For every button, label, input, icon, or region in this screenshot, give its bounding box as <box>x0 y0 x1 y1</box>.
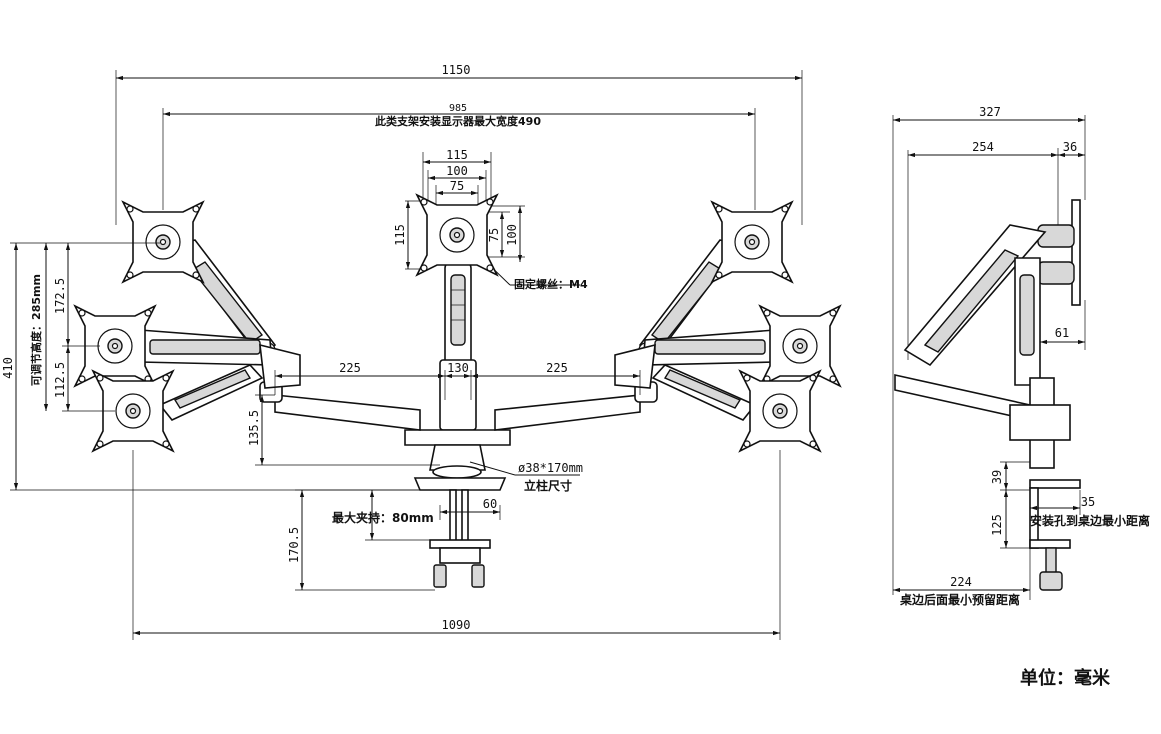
clamp-label: 最大夹持：80mm <box>332 510 434 525</box>
depth-head-label: 36 <box>1063 140 1077 154</box>
front-view: 1150 985 此类支架安装显示器最大宽度490 115 100 75 <box>1 63 841 640</box>
dim-arm-drop: 135.5 <box>247 394 440 466</box>
depth-arm-label: 254 <box>972 140 994 154</box>
left-top-vesa-plate <box>122 201 204 283</box>
right-low-vesa-plate <box>739 370 821 452</box>
units-label: 单位：毫米 <box>1020 667 1111 689</box>
rear-clearance-note: 桌边后面最小预留距离 <box>899 592 1020 607</box>
clamp <box>429 489 491 588</box>
dim-side-35: 35 安装孔到桌边最小距离 <box>1029 490 1150 528</box>
dim-side-224: 224 桌边后面最小预留距离 <box>893 548 1031 607</box>
rear-clearance-label: 224 <box>950 575 972 589</box>
dim-arm-lengths: 225 130 225 <box>274 361 641 400</box>
mount-edge-note: 安装孔到桌边最小距离 <box>1030 513 1150 528</box>
dim-overall-width: 1150 <box>115 63 803 225</box>
side-structure <box>894 199 1081 591</box>
center-vesa-plate <box>416 194 498 276</box>
vesa-height-100-label: 100 <box>505 224 519 246</box>
adjust-height-label: 可调节高度：285mm <box>29 274 43 386</box>
dim-side-arm: 254 36 <box>907 140 1085 360</box>
left-gas-arms <box>139 239 301 421</box>
side-view: 327 254 36 <box>892 105 1150 607</box>
total-height-label: 410 <box>1 357 15 379</box>
dim-side-39: 39 <box>990 461 1030 491</box>
vesa-mid-label: 100 <box>446 164 468 178</box>
depth-total-label: 327 <box>979 105 1001 119</box>
pole-label: 立柱尺寸 <box>524 478 572 493</box>
spread-width-label: 985 <box>449 103 467 114</box>
arm-left-label: 225 <box>339 361 361 375</box>
upper-adjust-label: 172.5 <box>53 278 67 314</box>
overall-width-label: 1150 <box>442 63 471 77</box>
clamp-height-label: 170.5 <box>287 527 301 563</box>
clamp-125-label: 125 <box>990 514 1004 536</box>
screw-note: 固定螺丝：M4 <box>514 277 588 291</box>
right-top-vesa-plate <box>711 201 793 283</box>
bottom-width-label: 1090 <box>442 618 471 632</box>
vesa-inner-label: 75 <box>450 179 464 193</box>
pole-note: ø38*170mm <box>518 461 583 475</box>
dim-bottom-width: 1090 <box>132 450 781 640</box>
offset-61-label: 61 <box>1055 326 1069 340</box>
dim-vesa-heights: 115 75 100 <box>393 200 525 270</box>
vesa-height-115-label: 115 <box>393 224 407 246</box>
dim-side-depth: 327 <box>892 105 1086 595</box>
arm-right-label: 225 <box>546 361 568 375</box>
dim-spread-width: 985 此类支架安装显示器最大宽度490 <box>162 103 756 210</box>
arm-drop-label: 135.5 <box>247 410 261 446</box>
vesa-height-75-label: 75 <box>487 228 501 242</box>
right-mid-vesa-plate <box>759 305 841 387</box>
right-gas-arms <box>614 239 776 421</box>
mount-edge-label: 35 <box>1081 495 1095 509</box>
lower-adjust-label: 112.5 <box>53 362 67 398</box>
dim-side-125: 125 <box>990 490 1030 549</box>
pole-callout: ø38*170mm 立柱尺寸 <box>469 461 583 493</box>
pole-top-label: 39 <box>990 470 1004 484</box>
clamp-depth-label: 60 <box>483 497 497 511</box>
arm-center-label: 130 <box>447 361 469 375</box>
max-display-note: 此类支架安装显示器最大宽度490 <box>375 114 541 128</box>
dim-vesa-widths: 115 100 75 <box>422 148 492 205</box>
vesa-outer-label: 115 <box>446 148 468 162</box>
dim-side-61: 61 <box>1039 300 1086 350</box>
dim-heights-left: 410 可调节高度：285mm 172.5 112.5 <box>1 242 460 491</box>
dim-clamp: 170.5 最大夹持：80mm 60 <box>287 489 501 591</box>
